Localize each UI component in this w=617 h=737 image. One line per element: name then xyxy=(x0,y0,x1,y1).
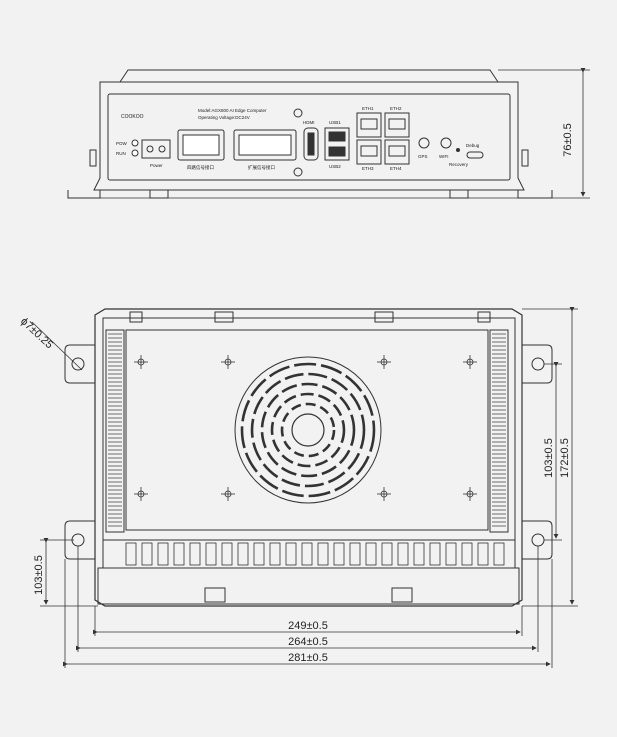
led-pow-label: POW xyxy=(116,141,128,146)
recovery-label: Recovery xyxy=(449,162,469,167)
eth2-label: ETH2 xyxy=(390,106,402,111)
hdmi-label: HDMI xyxy=(303,120,315,125)
screw-mark xyxy=(463,487,477,501)
right-vertical-dimensions xyxy=(522,307,578,607)
bottom-fin xyxy=(365,542,377,566)
bottom-fin xyxy=(157,542,169,566)
dim-264-label: 264±0.5 xyxy=(288,636,328,648)
bottom-fin xyxy=(413,542,425,566)
front-height-dimension xyxy=(498,68,590,199)
bottom-fins xyxy=(125,542,505,566)
bottom-fin xyxy=(397,542,409,566)
top-view xyxy=(64,308,553,607)
screw-mark xyxy=(134,355,148,369)
hole-dim-label: ϕ7±0.25 xyxy=(18,315,55,351)
model-text: Model:AGX800 AI Edge Computer xyxy=(198,108,267,113)
bottom-fin xyxy=(333,542,345,566)
dim-103-left-label: 103±0.5 xyxy=(33,555,45,595)
eth4-label: ETH4 xyxy=(390,166,402,171)
bottom-fin xyxy=(381,542,393,566)
bottom-horizontal-dimensions xyxy=(63,546,553,668)
bottom-fin xyxy=(189,542,201,566)
bottom-fin xyxy=(125,542,137,566)
bottom-fin xyxy=(253,542,265,566)
screw-mark xyxy=(377,355,391,369)
bottom-fin xyxy=(173,542,185,566)
dim-281-label: 281±0.5 xyxy=(288,652,328,664)
bottom-fin xyxy=(317,542,329,566)
screw-mark xyxy=(463,355,477,369)
bottom-fin xyxy=(285,542,297,566)
dim-172-label: 172±0.5 xyxy=(559,438,571,478)
mounting-screws xyxy=(134,355,477,501)
front-height-label: 76±0.5 xyxy=(562,123,574,157)
connector2-label: 扩展信号接口 xyxy=(248,164,275,171)
bottom-fin xyxy=(477,542,489,566)
screw-mark xyxy=(221,355,235,369)
bottom-fin xyxy=(493,542,505,566)
bottom-fin xyxy=(301,542,313,566)
bottom-fin xyxy=(237,542,249,566)
voltage-text: Operating Voltage:DC24V xyxy=(198,115,250,120)
eth3-label: ETH3 xyxy=(362,166,374,171)
bottom-fin xyxy=(461,542,473,566)
debug-label: Debug xyxy=(466,143,480,148)
bottom-fin xyxy=(141,542,153,566)
connector1-label: 四路信号接口 xyxy=(187,164,214,171)
gps-label: GPS xyxy=(418,154,428,159)
brand-logo: COOKOO xyxy=(121,114,144,120)
bottom-fin xyxy=(205,542,217,566)
bottom-fin xyxy=(221,542,233,566)
fan-grille xyxy=(234,356,382,504)
screw-mark xyxy=(134,487,148,501)
screw-mark xyxy=(221,487,235,501)
bottom-fin xyxy=(349,542,361,566)
usb2-label: USB2 xyxy=(329,164,341,169)
front-view xyxy=(67,69,553,199)
cooling-fins xyxy=(108,333,506,527)
led-run-label: RUN xyxy=(116,151,126,156)
bottom-fin xyxy=(445,542,457,566)
eth1-label: ETH1 xyxy=(362,106,374,111)
usb1-label: USB1 xyxy=(329,120,341,125)
bottom-fin xyxy=(269,542,281,566)
bottom-fin xyxy=(429,542,441,566)
dim-103-right-label: 103±0.5 xyxy=(543,438,555,478)
wifi-label: WIFI xyxy=(439,154,449,159)
left-vertical-dimension xyxy=(40,538,98,607)
power-label: Power xyxy=(150,163,163,168)
screw-mark xyxy=(377,487,391,501)
dim-249-label: 249±0.5 xyxy=(288,620,328,632)
hole-dimension xyxy=(31,321,83,371)
